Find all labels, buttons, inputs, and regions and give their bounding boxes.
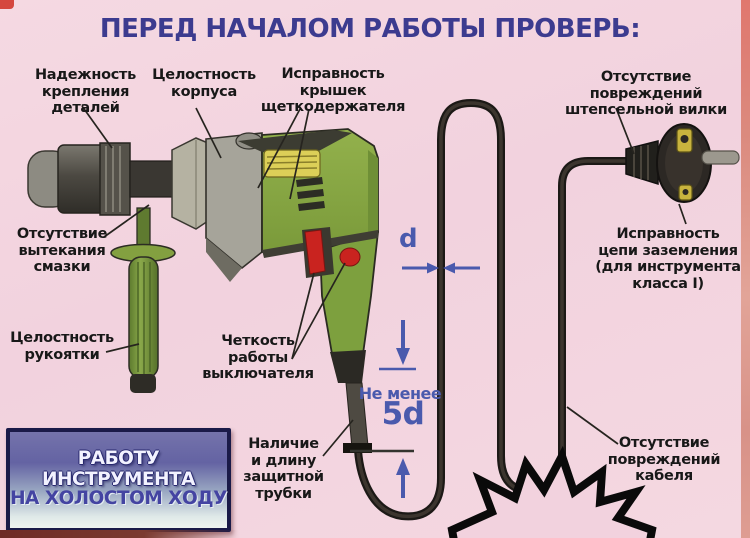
pointer-lines [81,105,687,457]
grip-end-cap [330,350,366,383]
callout-grounding: Исправность цепи заземления (для инструм… [595,226,741,292]
callout-brush-covers: Исправность крышек щеткодержателя [260,66,406,116]
tube-clamp [343,443,372,453]
side-handle [110,207,176,393]
arrow-down-icon [396,348,410,365]
handle-clamp-collar [171,137,209,230]
callout-plug: Отсутствие повреждений штепсельной вилки [565,69,727,119]
footer-box-line1: РАБОТУ ИНСТРУМЕНТА [42,448,195,490]
arrow-left-icon [443,262,455,274]
callout-tube: Наличие и длину защитной трубки [243,436,324,502]
plug-pin [701,150,740,165]
pointer-cable [566,406,619,445]
callout-cable: Отсутствие повреждений кабеля [607,435,721,485]
pointer-brush-1 [257,108,301,189]
gearbox-housing [205,132,263,282]
footer-box-line2: НА ХОЛОСТОМ ХОДУ [10,488,227,509]
pointer-plug [615,107,635,155]
pointer-switch-2 [291,262,346,360]
trigger-switch [302,227,361,278]
idle-run-check-box: РАБОТУ ИНСТРУМЕНТА НА ХОЛОСТОМ ХОДУ [6,428,231,532]
dimension-5d-label: 5d [381,396,425,432]
arrow-right-icon [427,262,439,274]
lock-button [339,247,361,267]
starburst-shape [447,445,657,538]
callout-handle: Целостность рукоятки [10,330,114,363]
scan-edge-right [741,0,750,538]
poster-title: ПЕРЕД НАЧАЛОМ РАБОТЫ ПРОВЕРЬ: [99,14,641,44]
pointer-brush-2 [289,108,310,200]
drill-chuck [27,142,179,216]
pointer-fastening [81,105,113,149]
pointer-switch-1 [291,272,315,360]
callout-switch: Четкость работы выключателя [202,333,314,383]
vent-slot [297,189,324,199]
scan-edge-bottomleft [0,530,240,538]
pointer-handle [105,343,140,353]
power-plug [625,123,740,203]
pointer-tube [322,419,354,457]
pointer-grease [103,204,150,238]
dimension-min-label: Не менее [358,384,442,403]
dimension-d-label: d [398,224,418,254]
callout-grease: Отсутствие вытекания смазки [16,226,108,276]
spindle [129,160,179,198]
arrow-up-icon [396,458,410,475]
callout-housing: Целостность корпуса [152,67,256,100]
scan-mark-topleft [0,0,14,9]
pointer-housing [195,107,222,159]
motor-housing [238,128,380,453]
vent-slot [296,177,323,187]
pointer-grounding [678,203,687,225]
vent-slot [298,201,325,211]
dimension-arrows [350,262,480,498]
callout-fastening: Надежность крепления деталей [34,67,137,117]
